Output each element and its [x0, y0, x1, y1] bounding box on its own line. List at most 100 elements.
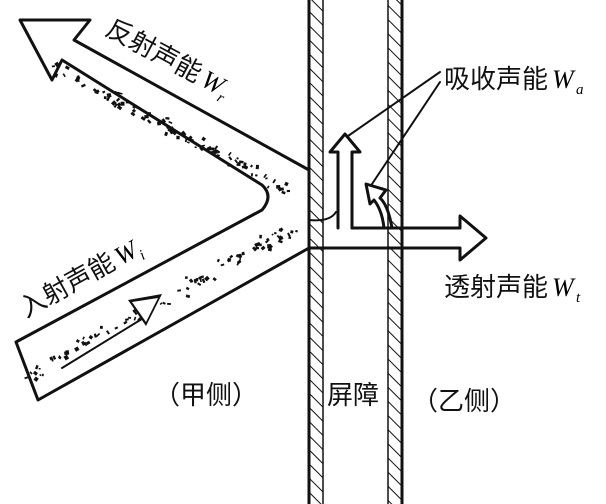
speckle: [277, 239, 283, 244]
speckle: [29, 371, 33, 375]
speckle: [64, 351, 69, 355]
speckle: [64, 65, 70, 70]
speckle: [166, 125, 171, 130]
speckle: [276, 184, 281, 189]
speckle: [184, 137, 188, 143]
label-transmitted: 透射声能 W t: [444, 273, 581, 306]
speckle: [241, 251, 245, 256]
speckle: [63, 354, 70, 361]
speckle: [165, 117, 170, 120]
speckle: [288, 236, 292, 239]
speckle: [82, 336, 85, 340]
speckle: [243, 162, 247, 166]
speckle: [144, 114, 149, 119]
speckle: [267, 247, 273, 252]
speckle: [131, 108, 137, 113]
speckle: [130, 111, 136, 117]
speckle: [220, 263, 225, 267]
speckle: [245, 166, 249, 169]
speckle: [284, 181, 289, 187]
speckle: [80, 83, 86, 88]
speckle: [249, 164, 254, 168]
speckle: [132, 105, 136, 109]
speckle: [39, 373, 42, 377]
speckle: [287, 232, 291, 237]
speckle: [255, 246, 260, 250]
speckle: [52, 355, 57, 360]
speckle: [216, 154, 220, 157]
speckle: [201, 146, 205, 151]
speckle: [75, 339, 80, 343]
speckle: [229, 254, 234, 259]
speckle: [259, 234, 262, 239]
speckle: [114, 326, 119, 330]
speckle: [238, 160, 244, 164]
speckle: [199, 275, 205, 279]
svg-text:a: a: [576, 82, 584, 98]
speckle: [88, 334, 94, 340]
speckle: [38, 367, 41, 370]
beam-speckles: [24, 61, 298, 382]
speckle: [84, 342, 86, 345]
speckle: [265, 177, 268, 180]
speckle: [177, 289, 182, 292]
speckle: [255, 241, 261, 247]
speckle: [228, 156, 233, 161]
speckle: [201, 144, 206, 147]
speckle: [260, 245, 266, 251]
speckle: [116, 102, 122, 107]
speckle: [133, 316, 137, 321]
speckle: [74, 77, 80, 83]
label-absorbed: 吸收声能 W a: [444, 65, 584, 98]
speckle: [124, 318, 129, 321]
speckle: [106, 96, 111, 102]
speckle: [106, 93, 110, 98]
incident-inner-arrow: [61, 294, 162, 369]
speckle: [99, 325, 103, 329]
speckle: [277, 187, 283, 192]
speckle: [116, 105, 123, 111]
svg-text:W: W: [552, 65, 576, 94]
speckle: [169, 126, 174, 131]
speckle: [93, 333, 97, 338]
speckle: [238, 253, 243, 258]
sound-beam: [14, 18, 311, 402]
label-barrier: 屏障: [327, 381, 379, 411]
speckle: [236, 157, 239, 160]
speckle: [51, 358, 54, 362]
speckle: [51, 65, 55, 68]
speckle: [146, 112, 152, 116]
speckle: [176, 135, 180, 140]
speckle: [32, 370, 38, 376]
svg-text:反射声能: 反射声能: [101, 14, 207, 89]
svg-text:透射声能: 透射声能: [444, 273, 548, 303]
speckle: [167, 128, 172, 133]
speckle: [115, 97, 121, 102]
speckle: [161, 118, 167, 124]
speckle: [210, 150, 215, 154]
label-incident: 入射声能 W i: [15, 234, 148, 324]
speckle: [201, 136, 207, 142]
speckle: [195, 278, 199, 282]
speckle: [102, 90, 106, 94]
barrier-wall: [307, 0, 404, 504]
speckle: [210, 147, 215, 151]
speckle: [159, 302, 163, 306]
speckle: [128, 316, 132, 319]
speckle: [212, 277, 217, 282]
speckle: [197, 282, 202, 287]
label-side-a: （甲侧）: [154, 381, 258, 411]
speckle: [133, 310, 138, 316]
speckle: [75, 75, 81, 80]
speckle: [164, 131, 169, 137]
speckle: [264, 173, 268, 177]
speckle: [54, 61, 61, 68]
speckle: [62, 73, 66, 78]
speckle: [168, 120, 173, 124]
speckle: [110, 100, 117, 106]
speckle: [180, 130, 186, 136]
speckle: [236, 262, 240, 266]
speckle: [234, 159, 238, 164]
speckle: [201, 278, 206, 284]
